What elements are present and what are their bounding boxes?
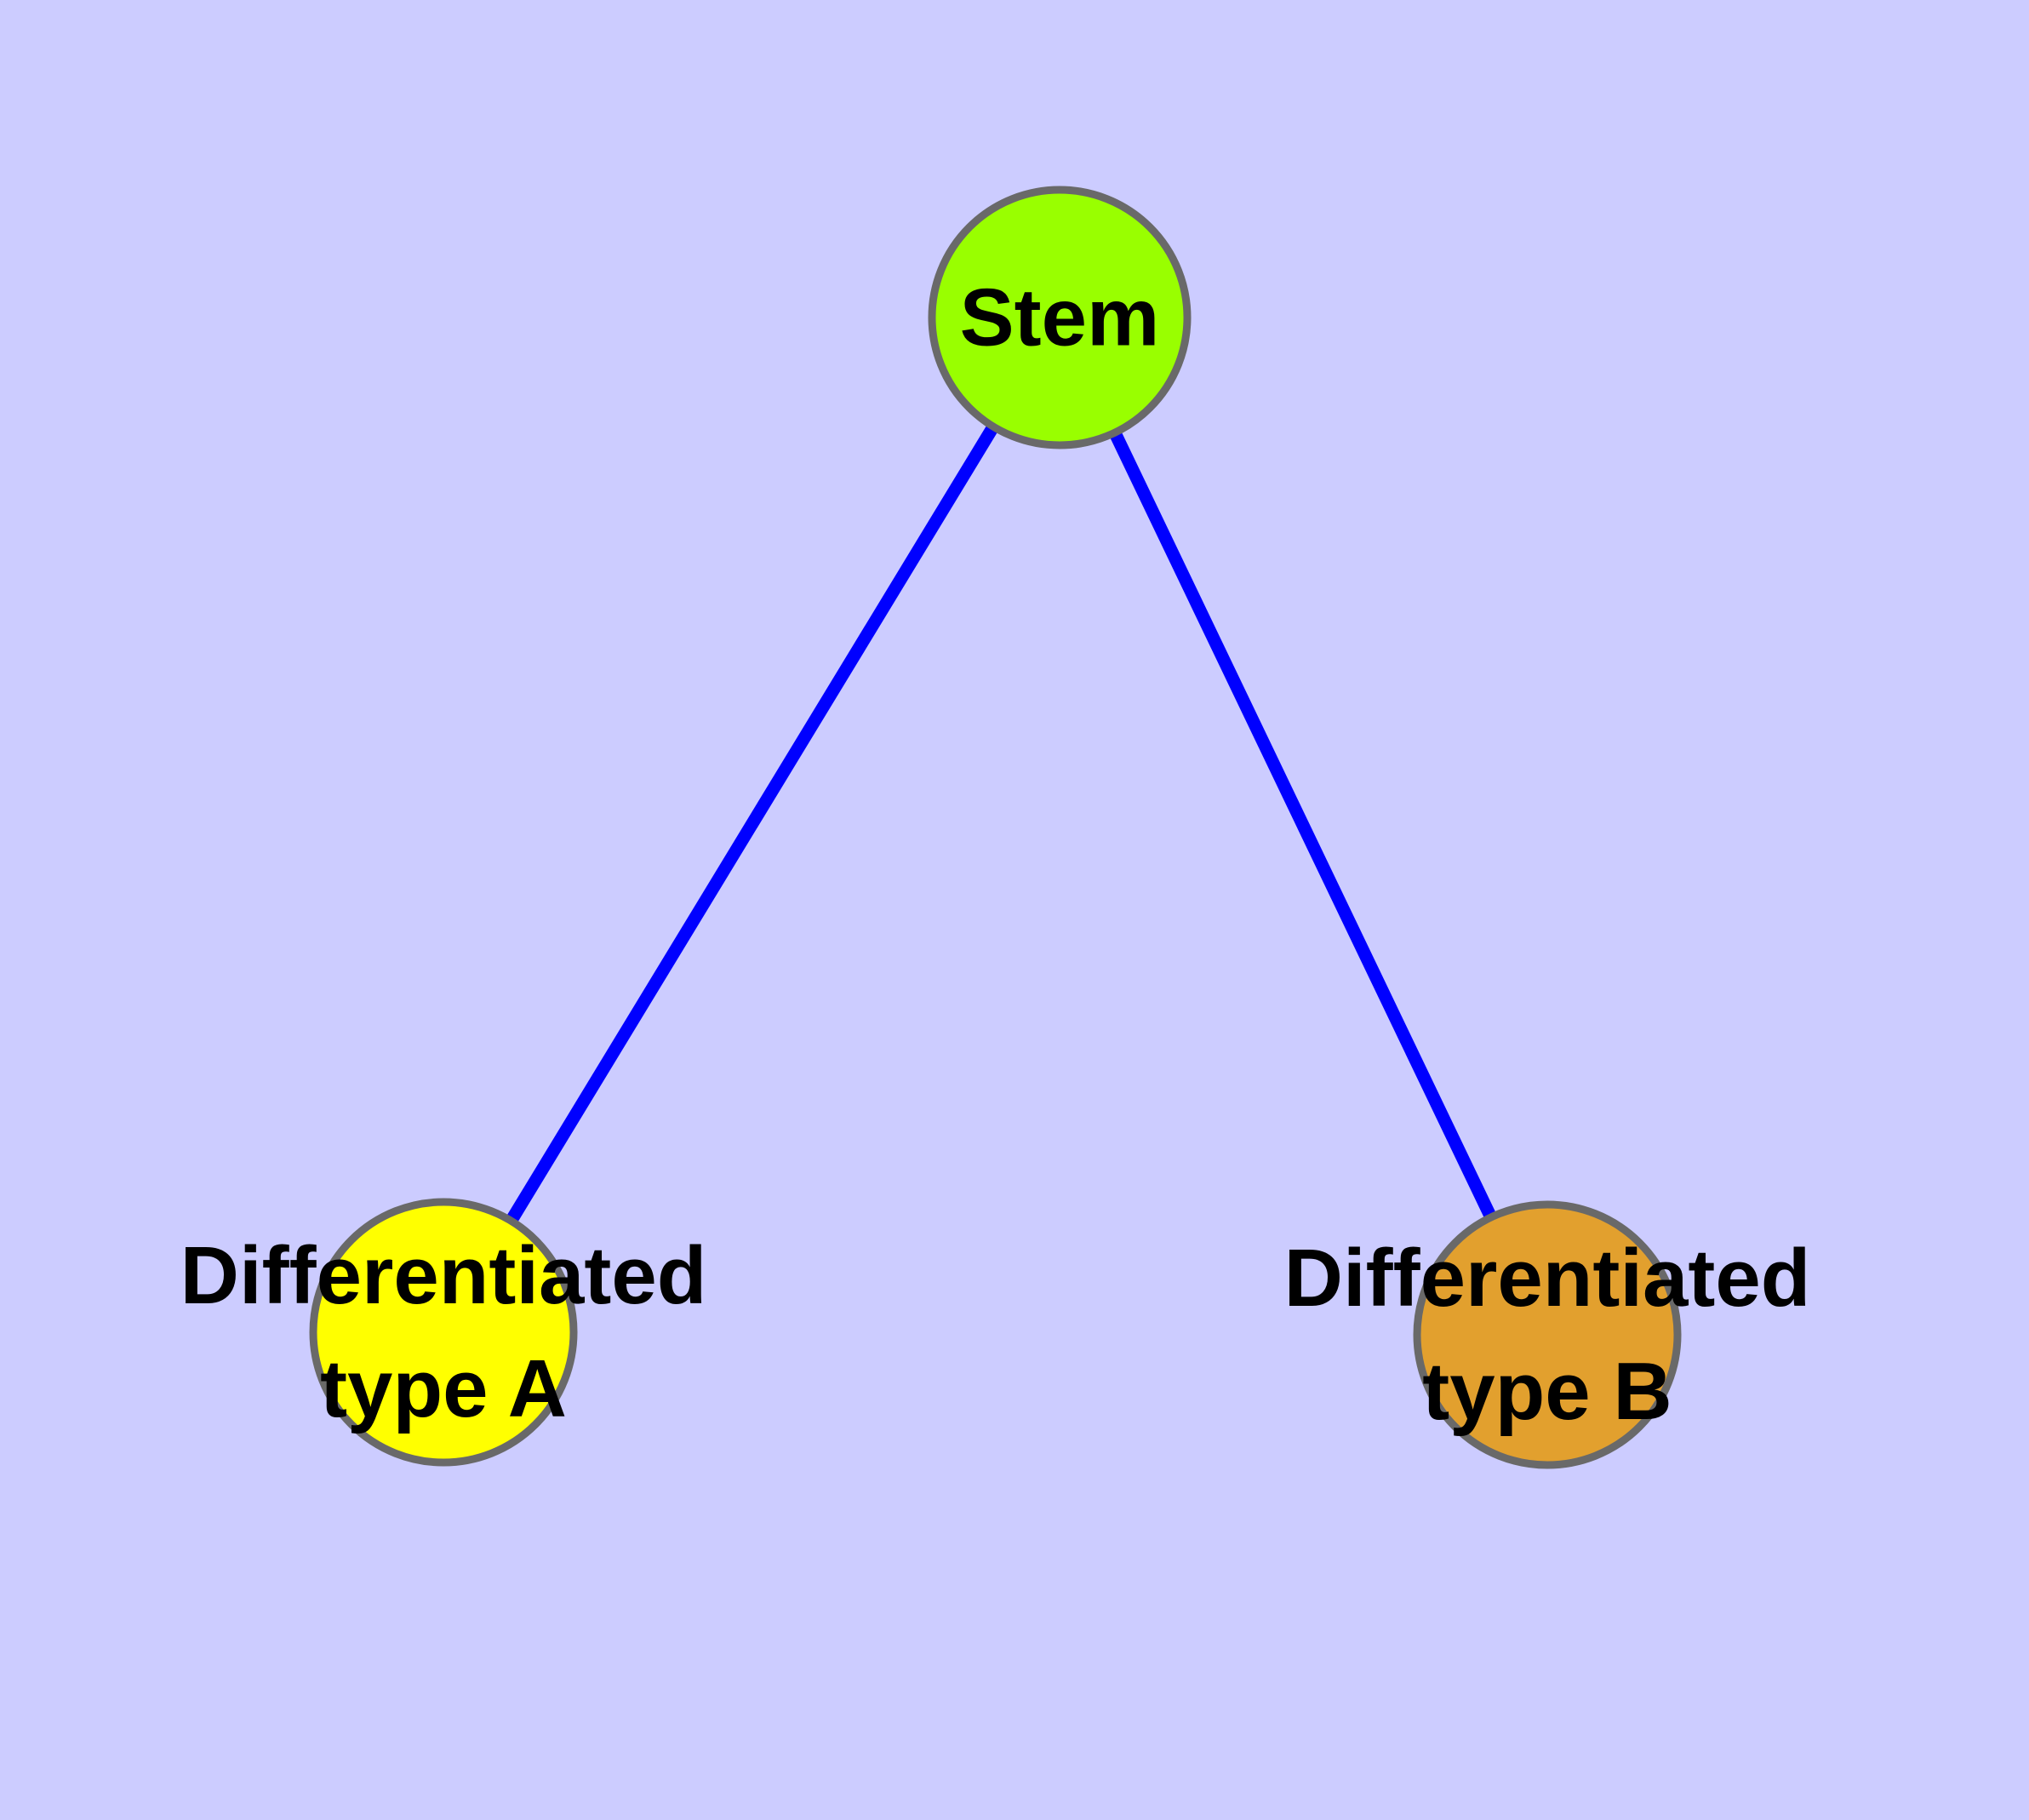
- node-label-stem: Stem: [960, 272, 1160, 363]
- node-label-line: type A: [320, 1343, 567, 1434]
- node-label-diff_a: Differentiated type A: [180, 1230, 707, 1434]
- node-diff_a[interactable]: [309, 1198, 578, 1467]
- node-label-line: type B: [1422, 1346, 1672, 1437]
- node-label-diff_b: Differentiated type B: [1284, 1233, 1811, 1437]
- node-stem[interactable]: [928, 186, 1192, 449]
- node-label-line: Stem: [960, 272, 1160, 363]
- node-label-line: Differentiated: [180, 1230, 707, 1321]
- edge-stem-diff-b: [1108, 428, 1498, 1222]
- edges-group: [504, 421, 1498, 1226]
- node-label-line: Differentiated: [1284, 1233, 1811, 1324]
- nodes-group: [309, 186, 1682, 1469]
- node-diff_b[interactable]: [1413, 1200, 1682, 1469]
- edge-stem-diff-a: [504, 421, 1000, 1226]
